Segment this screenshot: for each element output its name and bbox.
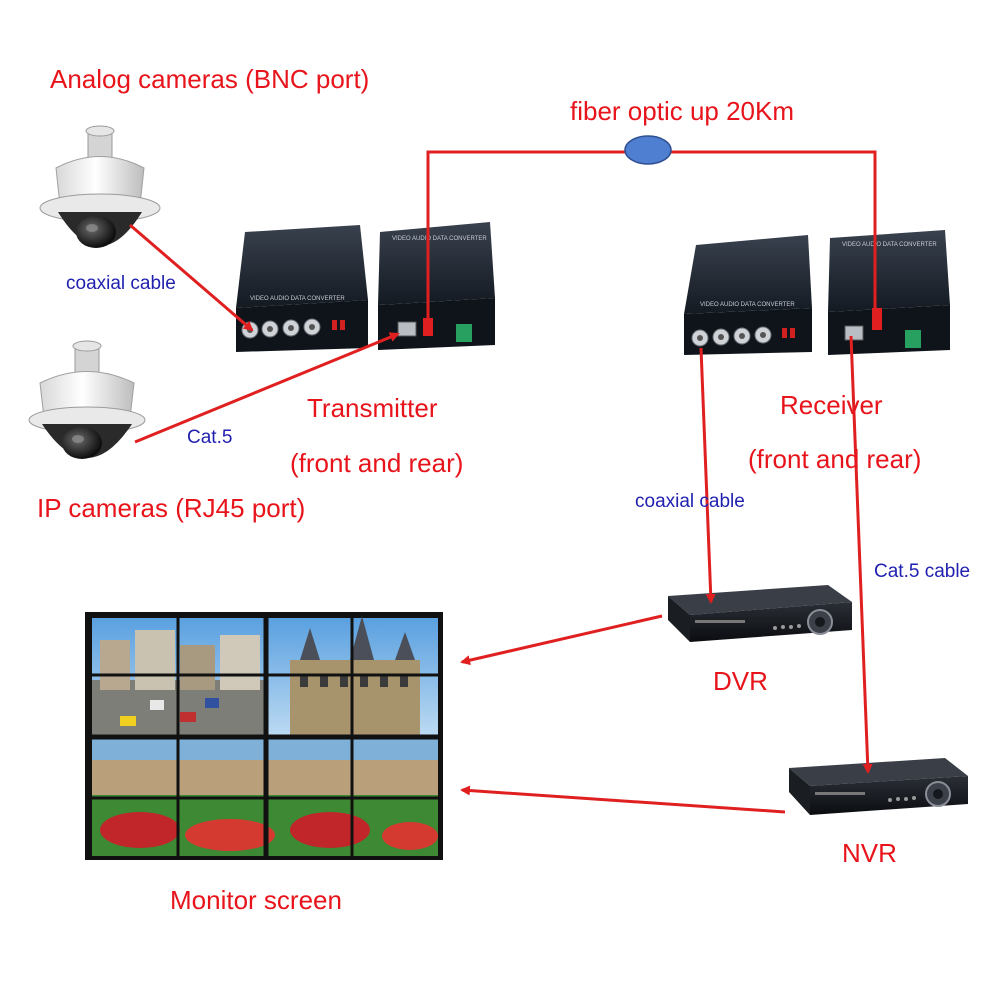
coaxial-cable-left-label: coaxial cable [66,273,176,294]
video-out-nvr-to-monitor [460,785,786,814]
coax-cable-receiver-to-dvr [699,347,716,604]
video-wall-monitor-icon [85,612,443,860]
nvr-recorder-icon [789,758,968,815]
dvr-label: DVR [713,666,768,696]
ip-camera-icon [28,340,146,459]
svg-text:VIDEO AUDIO DATA CONVERTER: VIDEO AUDIO DATA CONVERTER [250,296,345,302]
receiver-label: Receiver [780,390,883,420]
analog-cameras-label: Analog cameras (BNC port) [50,64,370,94]
cat5-left-label: Cat.5 [187,427,233,448]
cat5-cable-receiver-to-nvr [849,335,873,774]
fiber-optic-label: fiber optic up 20Km [570,96,795,126]
cat5-cable-right-label: Cat.5 cable [874,561,971,582]
cat5-cable-ip-to-transmitter [134,332,400,444]
receiver-sub-label: (front and rear) [748,444,922,474]
nvr-label: NVR [842,838,897,868]
video-out-dvr-to-monitor [460,614,663,666]
transmitter-rear-icon: VIDEO AUDIO DATA CONVERTER [378,222,495,350]
receiver-front-icon: VIDEO AUDIO DATA CONVERTER [684,235,812,355]
transmitter-sub-label: (front and rear) [290,448,464,478]
transmitter-label: Transmitter [307,393,438,423]
svg-text:VIDEO AUDIO DATA CONVERTER: VIDEO AUDIO DATA CONVERTER [842,242,937,248]
fiber-node-icon [624,135,672,165]
coaxial-cable-right-label: coaxial cable [635,491,745,512]
ip-cameras-label: IP cameras (RJ45 port) [37,493,306,523]
transmitter-front-icon: VIDEO AUDIO DATA CONVERTER [236,225,368,352]
dvr-recorder-icon [668,585,852,642]
svg-text:VIDEO AUDIO DATA CONVERTER: VIDEO AUDIO DATA CONVERTER [700,302,795,308]
coax-cable-analog-to-transmitter [129,223,254,332]
analog-camera-icon [39,125,161,248]
monitor-screen-label: Monitor screen [170,885,342,915]
svg-text:VIDEO AUDIO DATA CONVERTER: VIDEO AUDIO DATA CONVERTER [392,236,487,242]
receiver-rear-icon: VIDEO AUDIO DATA CONVERTER [828,230,950,355]
